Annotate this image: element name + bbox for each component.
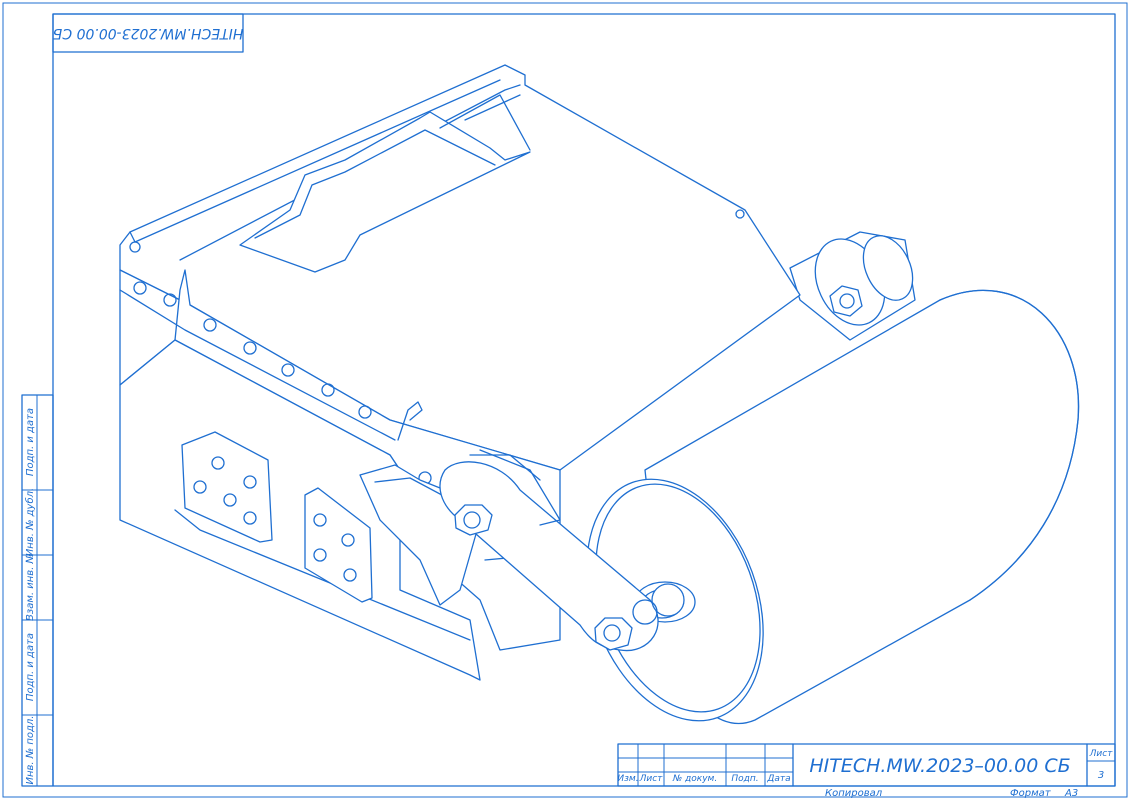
housing-body (119, 64, 801, 681)
title-header: Лист (639, 774, 664, 784)
nut-upper (454, 504, 493, 536)
corner-stamp: HITECH.MW.2023-00.00 СБ (52, 13, 244, 53)
sheet-number: 3 (1098, 770, 1104, 781)
rivet-row (129, 209, 745, 485)
title-header: Подп. (731, 774, 758, 784)
side-label: Инв. № подл. (25, 716, 36, 785)
corner-stamp-text: HITECH.MW.2023-00.00 СБ (53, 25, 244, 41)
copied-label: Копировал (825, 788, 883, 799)
mounting-plate-left (181, 431, 273, 543)
sheet-label: Лист (1089, 749, 1114, 759)
side-label: Взам. инв. № (25, 553, 36, 621)
title-header: Изм. (617, 774, 638, 784)
side-strip: Подп. и дата Инв. № дубл. Взам. инв. № П… (21, 394, 54, 787)
swing-arm (439, 449, 685, 652)
format-label: Формат (1010, 788, 1052, 799)
title-header: Дата (766, 774, 790, 784)
assembly-drawing (119, 64, 1080, 725)
format-value: А3 (1064, 788, 1078, 799)
side-label: Инв. № дубл. (24, 488, 36, 556)
side-label: Подп. и дата (25, 408, 36, 476)
title-header: № докум. (672, 774, 717, 784)
nut-lower (594, 617, 633, 651)
side-label: Подп. и дата (25, 633, 36, 701)
designation: HITECH.MW.2023–00.00 СБ (809, 755, 1070, 777)
title-block: Изм. Лист № докум. Подп. Дата HITECH.MW.… (617, 743, 1116, 799)
mounting-plate-right (304, 487, 373, 603)
rear-bracket (789, 231, 1059, 396)
